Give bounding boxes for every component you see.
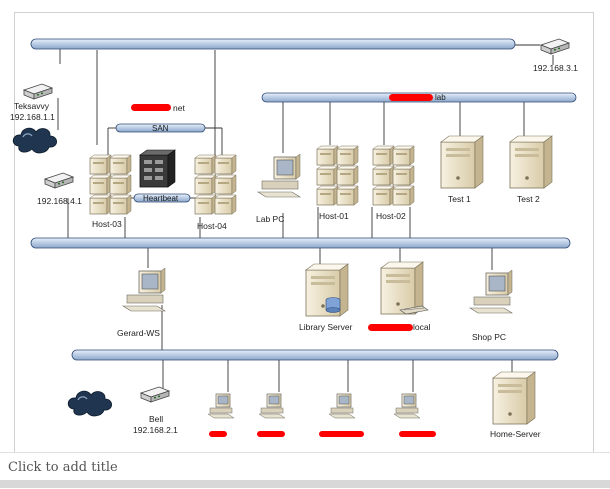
- bus-heartbeat: [133, 193, 191, 203]
- label-router-mid-ip: 192.168.4.1: [37, 196, 82, 206]
- server-icon: [492, 371, 536, 425]
- label-teksavvy: Teksavvy: [14, 101, 50, 111]
- label-shoppc: Shop PC: [472, 332, 506, 342]
- slide-title-placeholder[interactable]: Click to add title: [8, 460, 118, 475]
- label-net-suffix: net: [173, 103, 185, 113]
- label-library: Library Server: [299, 322, 353, 332]
- label-host04: Host-04: [197, 221, 227, 231]
- cloud-icon: [12, 127, 58, 154]
- workstation-icon: [207, 393, 235, 419]
- server-cluster-icon: [373, 146, 414, 205]
- bus-home: [71, 349, 559, 361]
- bus-main: [30, 237, 571, 249]
- label-test1: Test 1: [448, 194, 471, 204]
- label-router-top-ip: 192.168.3.1: [533, 63, 578, 73]
- workstation-icon: [258, 393, 286, 419]
- label-bell-ip: 192.168.2.1: [133, 425, 178, 435]
- modem-icon: [23, 83, 53, 100]
- label-heartbeat: Heartbeat: [143, 194, 179, 203]
- label-host02: Host-02: [376, 211, 406, 221]
- redaction-mark: [131, 104, 171, 111]
- label-labpc: Lab PC: [256, 214, 284, 224]
- redaction-mark: [399, 431, 436, 437]
- workstation-icon: [122, 267, 166, 312]
- redaction-mark: [209, 431, 227, 437]
- modem-icon: [140, 386, 170, 403]
- bottom-strip: [0, 480, 610, 488]
- server-cluster-icon: [90, 155, 131, 214]
- server-cluster-icon: [317, 146, 358, 205]
- label-host01: Host-01: [319, 211, 349, 221]
- workstation-icon: [469, 269, 513, 314]
- network-buses: [30, 38, 577, 361]
- label-homeserver: Home-Server: [490, 429, 541, 439]
- server-icon: [509, 135, 553, 189]
- bus-san: [115, 123, 206, 133]
- storage-array-icon: [139, 149, 176, 188]
- label-lab-suffix: lab: [435, 93, 446, 102]
- redaction-mark: [389, 94, 433, 101]
- workstation-icon: [393, 393, 421, 419]
- redaction-mark: [257, 431, 285, 437]
- modem-icon: [44, 172, 74, 189]
- label-test2: Test 2: [517, 194, 540, 204]
- server-icon: [440, 135, 484, 189]
- server-icon: [380, 261, 424, 315]
- server-cluster-icon: [195, 155, 236, 214]
- label-gerard: Gerard-WS: [117, 328, 160, 338]
- label-local-suffix: local: [413, 322, 431, 332]
- connection-lines: [57, 44, 554, 392]
- redaction-mark: [368, 324, 413, 331]
- label-bell: Bell: [149, 414, 163, 424]
- label-teksavvy-ip: 192.168.1.1: [10, 112, 55, 122]
- modem-icon: [540, 38, 570, 55]
- bus-wan: [30, 38, 516, 50]
- database-icon: [325, 297, 341, 313]
- network-diagram: Teksavvy 192.168.1.1 192.168.3.1 192.168…: [10, 38, 578, 439]
- label-host03: Host-03: [92, 219, 122, 229]
- cloud-icon: [67, 390, 113, 417]
- label-san: SAN: [152, 124, 169, 133]
- redaction-marks: [131, 94, 436, 437]
- keyboard-icon: [399, 305, 429, 315]
- redaction-mark: [319, 431, 364, 437]
- workstation-icon: [257, 153, 301, 198]
- workstation-icon: [328, 393, 356, 419]
